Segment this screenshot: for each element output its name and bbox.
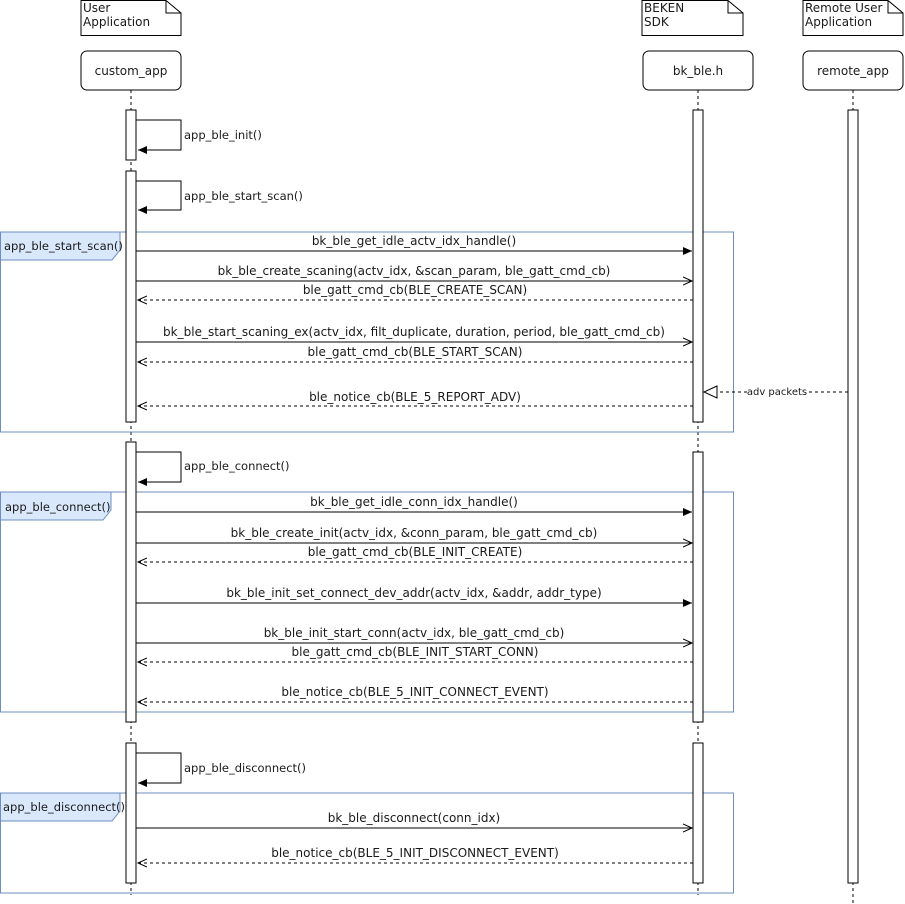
message-create-scaning: bk_ble_create_scaning(actv_idx, &scan_pa… [136,264,692,281]
frame-start-scan-label: app_ble_start_scan() [4,239,123,253]
activation-custom-init [125,109,137,161]
message-notice-report-adv-label: ble_notice_cb(BLE_5_REPORT_ADV) [309,390,521,404]
frame-disconnect: app_ble_disconnect() [0,792,734,894]
note-beken-sdk: BEKEN SDK [641,0,744,36]
message-get-idle-actv-idx: bk_ble_get_idle_actv_idx_handle() [136,234,692,255]
note-user-line1: User [83,1,110,15]
message-cb-start-scan-label: ble_gatt_cmd_cb(BLE_START_SCAN) [308,345,523,359]
message-cb-init-start-conn-label: ble_gatt_cmd_cb(BLE_INIT_START_CONN) [292,645,539,659]
adv-packets-arrowhead [702,385,718,399]
participant-bk-ble-label: bk_ble.h [673,64,723,78]
self-call-start-scan-label: app_ble_start_scan() [184,189,303,203]
message-notice-report-adv: ble_notice_cb(BLE_5_REPORT_ADV) [138,390,693,406]
participant-remote-app: remote_app [802,50,904,91]
frame-disconnect-label: app_ble_disconnect() [3,800,125,814]
note-remote-application: Remote User Application [802,0,904,36]
message-get-idle-conn-idx-label: bk_ble_get_idle_conn_idx_handle() [310,495,518,509]
message-cb-create-scan: ble_gatt_cmd_cb(BLE_CREATE_SCAN) [138,283,693,300]
message-create-scaning-label: bk_ble_create_scaning(actv_idx, &scan_pa… [218,264,611,278]
activation-custom-connect [125,441,137,723]
note-user-line2: Application [83,15,150,29]
participant-custom-app: custom_app [80,50,182,91]
message-adv-packets-label: adv packets [747,387,807,398]
note-remote-line2: Application [805,15,872,29]
self-call-connect: app_ble_connect() [136,451,290,486]
message-notice-disconnect-event-label: ble_notice_cb(BLE_5_INIT_DISCONNECT_EVEN… [271,846,559,860]
message-cb-init-create-label: ble_gatt_cmd_cb(BLE_INIT_CREATE) [308,545,523,559]
participant-remote-app-label: remote_app [817,64,889,78]
activation-custom-disconnect [125,742,137,884]
message-start-scaning-ex: bk_ble_start_scaning_ex(actv_idx, filt_d… [136,325,692,342]
message-disconnect: bk_ble_disconnect(conn_idx) [136,811,692,828]
activation-bkble-connect [692,451,704,723]
message-get-idle-conn-idx: bk_ble_get_idle_conn_idx_handle() [136,495,692,516]
self-call-init-label: app_ble_init() [184,128,262,142]
self-call-disconnect: app_ble_disconnect() [136,752,306,787]
self-call-disconnect-label: app_ble_disconnect() [184,761,306,775]
message-notice-connect-event-label: ble_notice_cb(BLE_5_INIT_CONNECT_EVENT) [281,685,548,699]
note-beken-line1: BEKEN [644,1,684,15]
self-call-start-scan: app_ble_start_scan() [136,180,303,214]
self-call-init: app_ble_init() [136,119,262,154]
message-create-init-label: bk_ble_create_init(actv_idx, &conn_param… [231,526,598,540]
note-remote-line1: Remote User [805,1,883,15]
message-adv-packets: adv packets [702,385,848,399]
message-start-conn: bk_ble_init_start_conn(actv_idx, ble_gat… [136,626,692,643]
note-user-application: User Application [80,0,182,36]
participant-bk-ble: bk_ble.h [642,50,754,91]
message-set-connect-dev-addr: bk_ble_init_set_connect_dev_addr(actv_id… [136,586,692,607]
participant-custom-app-label: custom_app [95,64,168,78]
message-set-connect-dev-addr-label: bk_ble_init_set_connect_dev_addr(actv_id… [226,586,601,600]
message-cb-start-scan: ble_gatt_cmd_cb(BLE_START_SCAN) [138,345,693,362]
message-start-conn-label: bk_ble_init_start_conn(actv_idx, ble_gat… [264,626,565,640]
message-start-scaning-ex-label: bk_ble_start_scaning_ex(actv_idx, filt_d… [163,325,665,339]
frame-connect: app_ble_connect() [0,491,734,713]
message-get-idle-actv-idx-label: bk_ble_get_idle_actv_idx_handle() [312,234,516,248]
message-cb-init-start-conn: ble_gatt_cmd_cb(BLE_INIT_START_CONN) [138,645,693,662]
activation-remote-app [847,109,859,884]
message-notice-disconnect-event: ble_notice_cb(BLE_5_INIT_DISCONNECT_EVEN… [138,846,693,863]
activation-bkble-scan [692,109,704,423]
self-call-connect-label: app_ble_connect() [184,459,290,473]
frame-start-scan: app_ble_start_scan() [0,231,734,433]
activation-custom-scan [125,170,137,423]
message-notice-connect-event: ble_notice_cb(BLE_5_INIT_CONNECT_EVENT) [138,685,693,702]
frame-connect-label: app_ble_connect() [5,500,111,514]
activation-bkble-disconnect [692,742,704,884]
message-cb-create-scan-label: ble_gatt_cmd_cb(BLE_CREATE_SCAN) [303,283,527,297]
message-disconnect-label: bk_ble_disconnect(conn_idx) [328,811,501,825]
message-create-init: bk_ble_create_init(actv_idx, &conn_param… [136,526,692,543]
note-beken-line2: SDK [644,15,670,29]
message-cb-init-create: ble_gatt_cmd_cb(BLE_INIT_CREATE) [138,545,693,562]
